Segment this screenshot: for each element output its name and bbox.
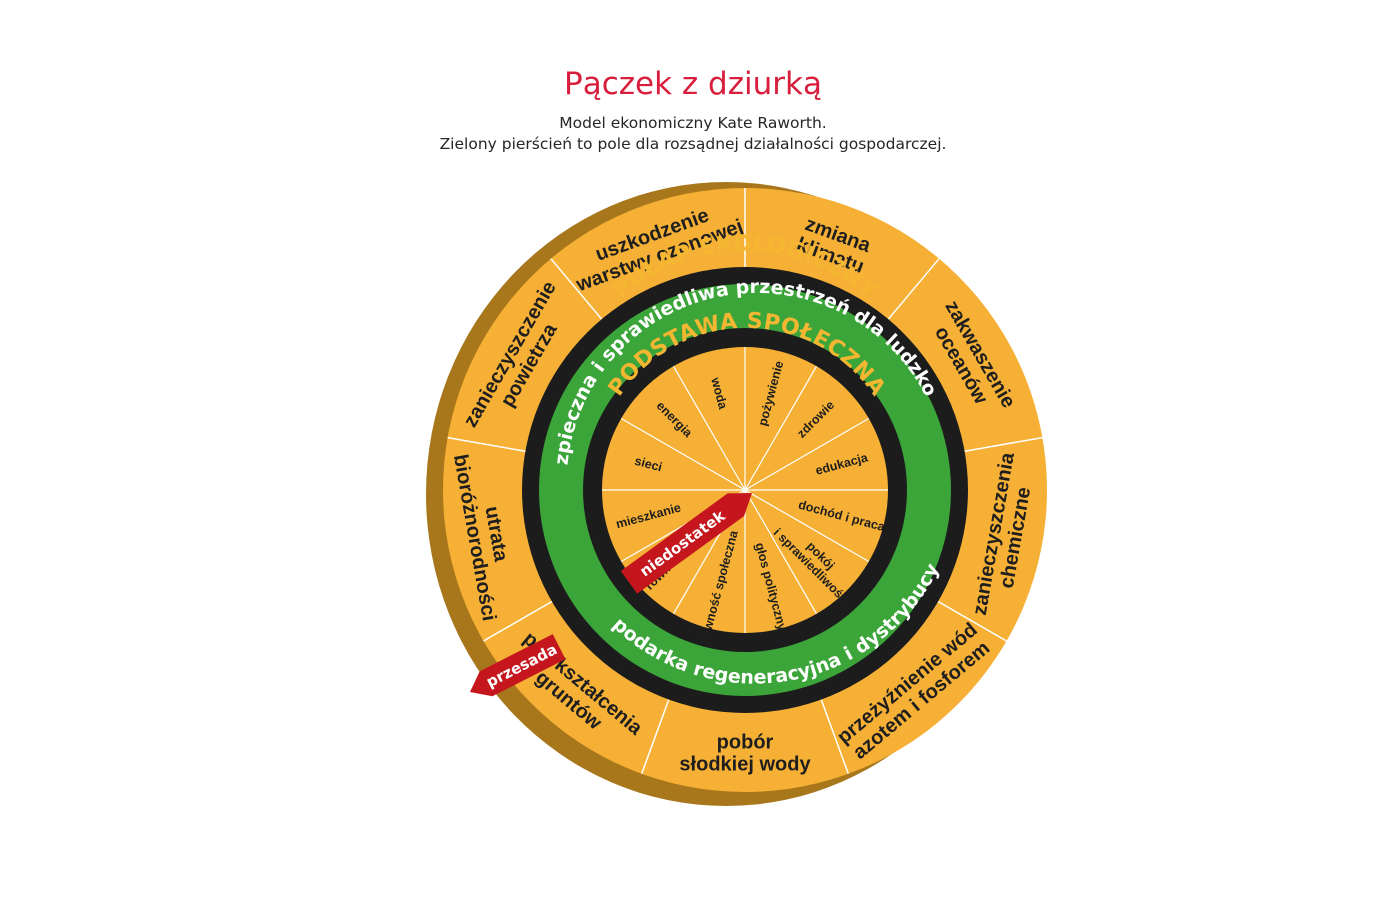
foundation-separator [744, 417, 870, 491]
ceiling-label-line: pobór [717, 732, 774, 754]
foundation-label-9: sieci [633, 454, 663, 475]
ceiling-label-line: słodkiej wody [679, 754, 811, 776]
ceiling-separator [937, 600, 1007, 642]
ceiling-separator [820, 699, 850, 775]
foundation-separator [672, 365, 746, 491]
ceiling-separator [483, 600, 553, 642]
ceiling-separator [640, 699, 670, 775]
subtitle-line-2: Zielony pierścień to pole dla rozsądnej … [439, 135, 947, 153]
foundation-separator [620, 417, 746, 491]
ceiling-separator [887, 258, 940, 320]
foundation-separator [744, 365, 818, 491]
foundation-separator [744, 489, 818, 615]
page-title: Pączek z dziurką [564, 66, 822, 102]
ceiling-separator [447, 436, 526, 453]
ceiling-separators [447, 188, 1043, 775]
ceiling-separator [550, 258, 603, 320]
overshoot-arrow-shape [470, 634, 566, 697]
foundation-separator [744, 489, 870, 563]
subtitle-line-1: Model ekonomiczny Kate Raworth. [559, 114, 827, 132]
shortfall-arrow-shape [620, 493, 752, 594]
foundation-label-line: sieci [633, 454, 663, 475]
ceiling-separator [964, 436, 1043, 453]
